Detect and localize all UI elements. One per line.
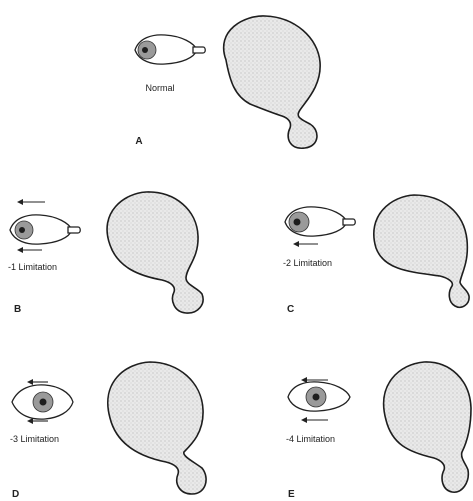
eye-icon (288, 382, 350, 411)
arrow-left-icon (293, 241, 318, 247)
panel-b-caption: -1 Limitation (8, 262, 57, 272)
eye-icon (135, 35, 205, 64)
panel-a: Normal A (135, 16, 320, 148)
arrow-left-icon (301, 417, 328, 423)
panel-e-caption: -4 Limitation (286, 434, 335, 444)
panel-b-letter: B (14, 304, 21, 315)
panel-d-letter: D (12, 489, 19, 500)
eye-icon (285, 207, 355, 236)
stipple-bulb-shape (224, 16, 321, 148)
stipple-bulb-shape (107, 192, 203, 313)
stipple-bulb-shape (374, 195, 469, 307)
arrow-left-icon (27, 379, 48, 385)
panel-b: -1 Limitation B (8, 192, 203, 315)
panel-e-letter: E (288, 489, 295, 500)
panel-d-caption: -3 Limitation (10, 434, 59, 444)
panel-e: -4 Limitation E (286, 362, 471, 500)
panel-c-caption: -2 Limitation (283, 258, 332, 268)
stipple-bulb-shape (108, 362, 206, 494)
arrow-left-icon (17, 247, 42, 253)
eye-icon (10, 215, 80, 244)
panel-a-letter: A (135, 136, 142, 147)
stipple-bulb-shape (384, 362, 471, 492)
panel-c: -2 Limitation C (283, 195, 469, 315)
panel-c-letter: C (287, 304, 294, 315)
eye-icon (12, 385, 73, 419)
panel-d: -3 Limitation D (10, 362, 206, 500)
arrow-left-icon (17, 199, 45, 205)
panel-a-caption: Normal (145, 83, 174, 93)
